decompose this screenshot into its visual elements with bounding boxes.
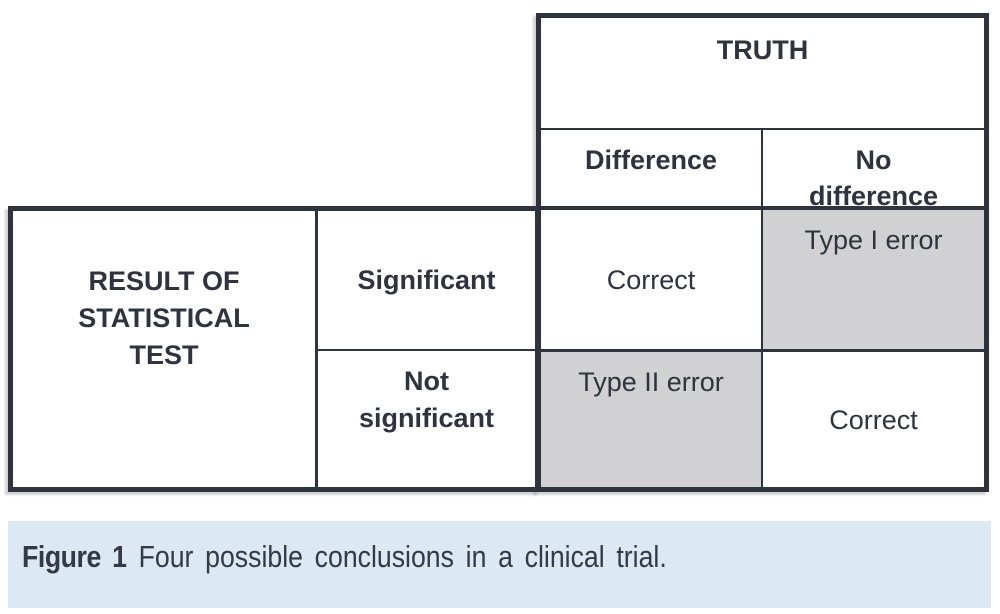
row-headers-column: Significant Not significant <box>318 211 535 487</box>
significant-row-header: Significant <box>318 211 535 351</box>
result-of-statistical-test-header: RESULT OF STATISTICAL TEST <box>13 211 318 487</box>
cell-significant-difference: Correct <box>541 210 763 349</box>
difference-column-header: Difference <box>541 130 763 206</box>
figure-caption-label: Figure 1 <box>22 539 127 574</box>
table-row-significant: Correct Type I error <box>541 210 984 352</box>
column-headers-row: Difference No difference <box>541 130 984 211</box>
not-significant-row-header: Not significant <box>358 366 494 433</box>
figure-caption: Figure 1 Four possible conclusions in a c… <box>8 521 991 608</box>
truth-table-panel: TRUTH Difference No difference Correct T… <box>536 13 989 492</box>
figure-caption-text: Four possible conclusions in a clinical … <box>138 539 667 574</box>
no-difference-column-header: No difference <box>808 145 939 211</box>
cell-not-significant-difference: Type II error <box>541 352 763 487</box>
result-row-group-panel: RESULT OF STATISTICAL TEST Significant N… <box>8 206 540 492</box>
cell-significant-no-difference: Type I error <box>763 210 984 349</box>
cell-not-significant-no-difference: Correct <box>829 404 918 435</box>
truth-column-group-header: TRUTH <box>541 18 984 130</box>
figure-caption-line: Figure 1 Four possible conclusions in a c… <box>22 539 667 575</box>
table-row-not-significant: Type II error Correct <box>541 352 984 487</box>
